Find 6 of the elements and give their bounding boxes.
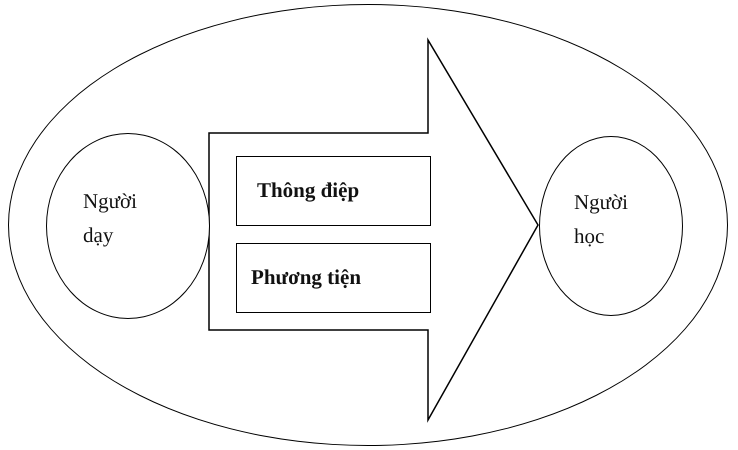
node-label: Phương tiện: [251, 264, 361, 291]
process-box: [236, 156, 431, 226]
node-label: Người dạy: [83, 188, 138, 249]
node-label: Người học: [574, 189, 629, 250]
node-label: Thông điệp: [257, 177, 360, 204]
process-box: [236, 243, 431, 313]
